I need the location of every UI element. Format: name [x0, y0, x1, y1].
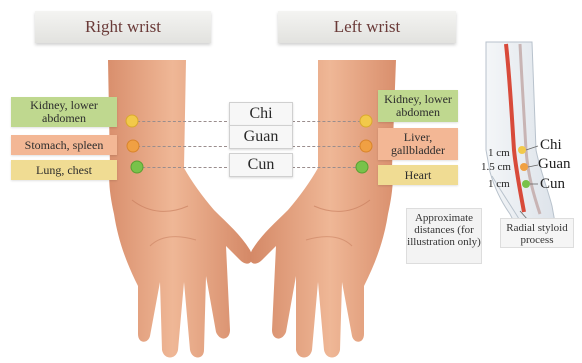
inset-chi-dot	[518, 146, 526, 154]
right-guan-dot	[127, 140, 139, 152]
distance-3: 1 cm	[488, 178, 510, 190]
inset-cun-dot	[522, 180, 530, 188]
right-chi-dot	[126, 115, 138, 127]
left-chi-dot	[360, 115, 372, 127]
distance-2: 1.5 cm	[481, 161, 511, 173]
inset-guan-dot	[520, 163, 528, 171]
distance-1: 1 cm	[488, 147, 510, 159]
radial-styloid-label: Radial styloid process	[500, 218, 574, 248]
inset-cun-label: Cun	[540, 176, 565, 193]
inset-chi-label: Chi	[540, 137, 562, 154]
inset-guan-label: Guan	[538, 156, 571, 173]
left-cun-dot	[356, 161, 368, 173]
approximate-distance-note: Approximate distances (for illustration …	[406, 208, 482, 264]
left-guan-dot	[360, 140, 372, 152]
right-cun-dot	[131, 161, 143, 173]
